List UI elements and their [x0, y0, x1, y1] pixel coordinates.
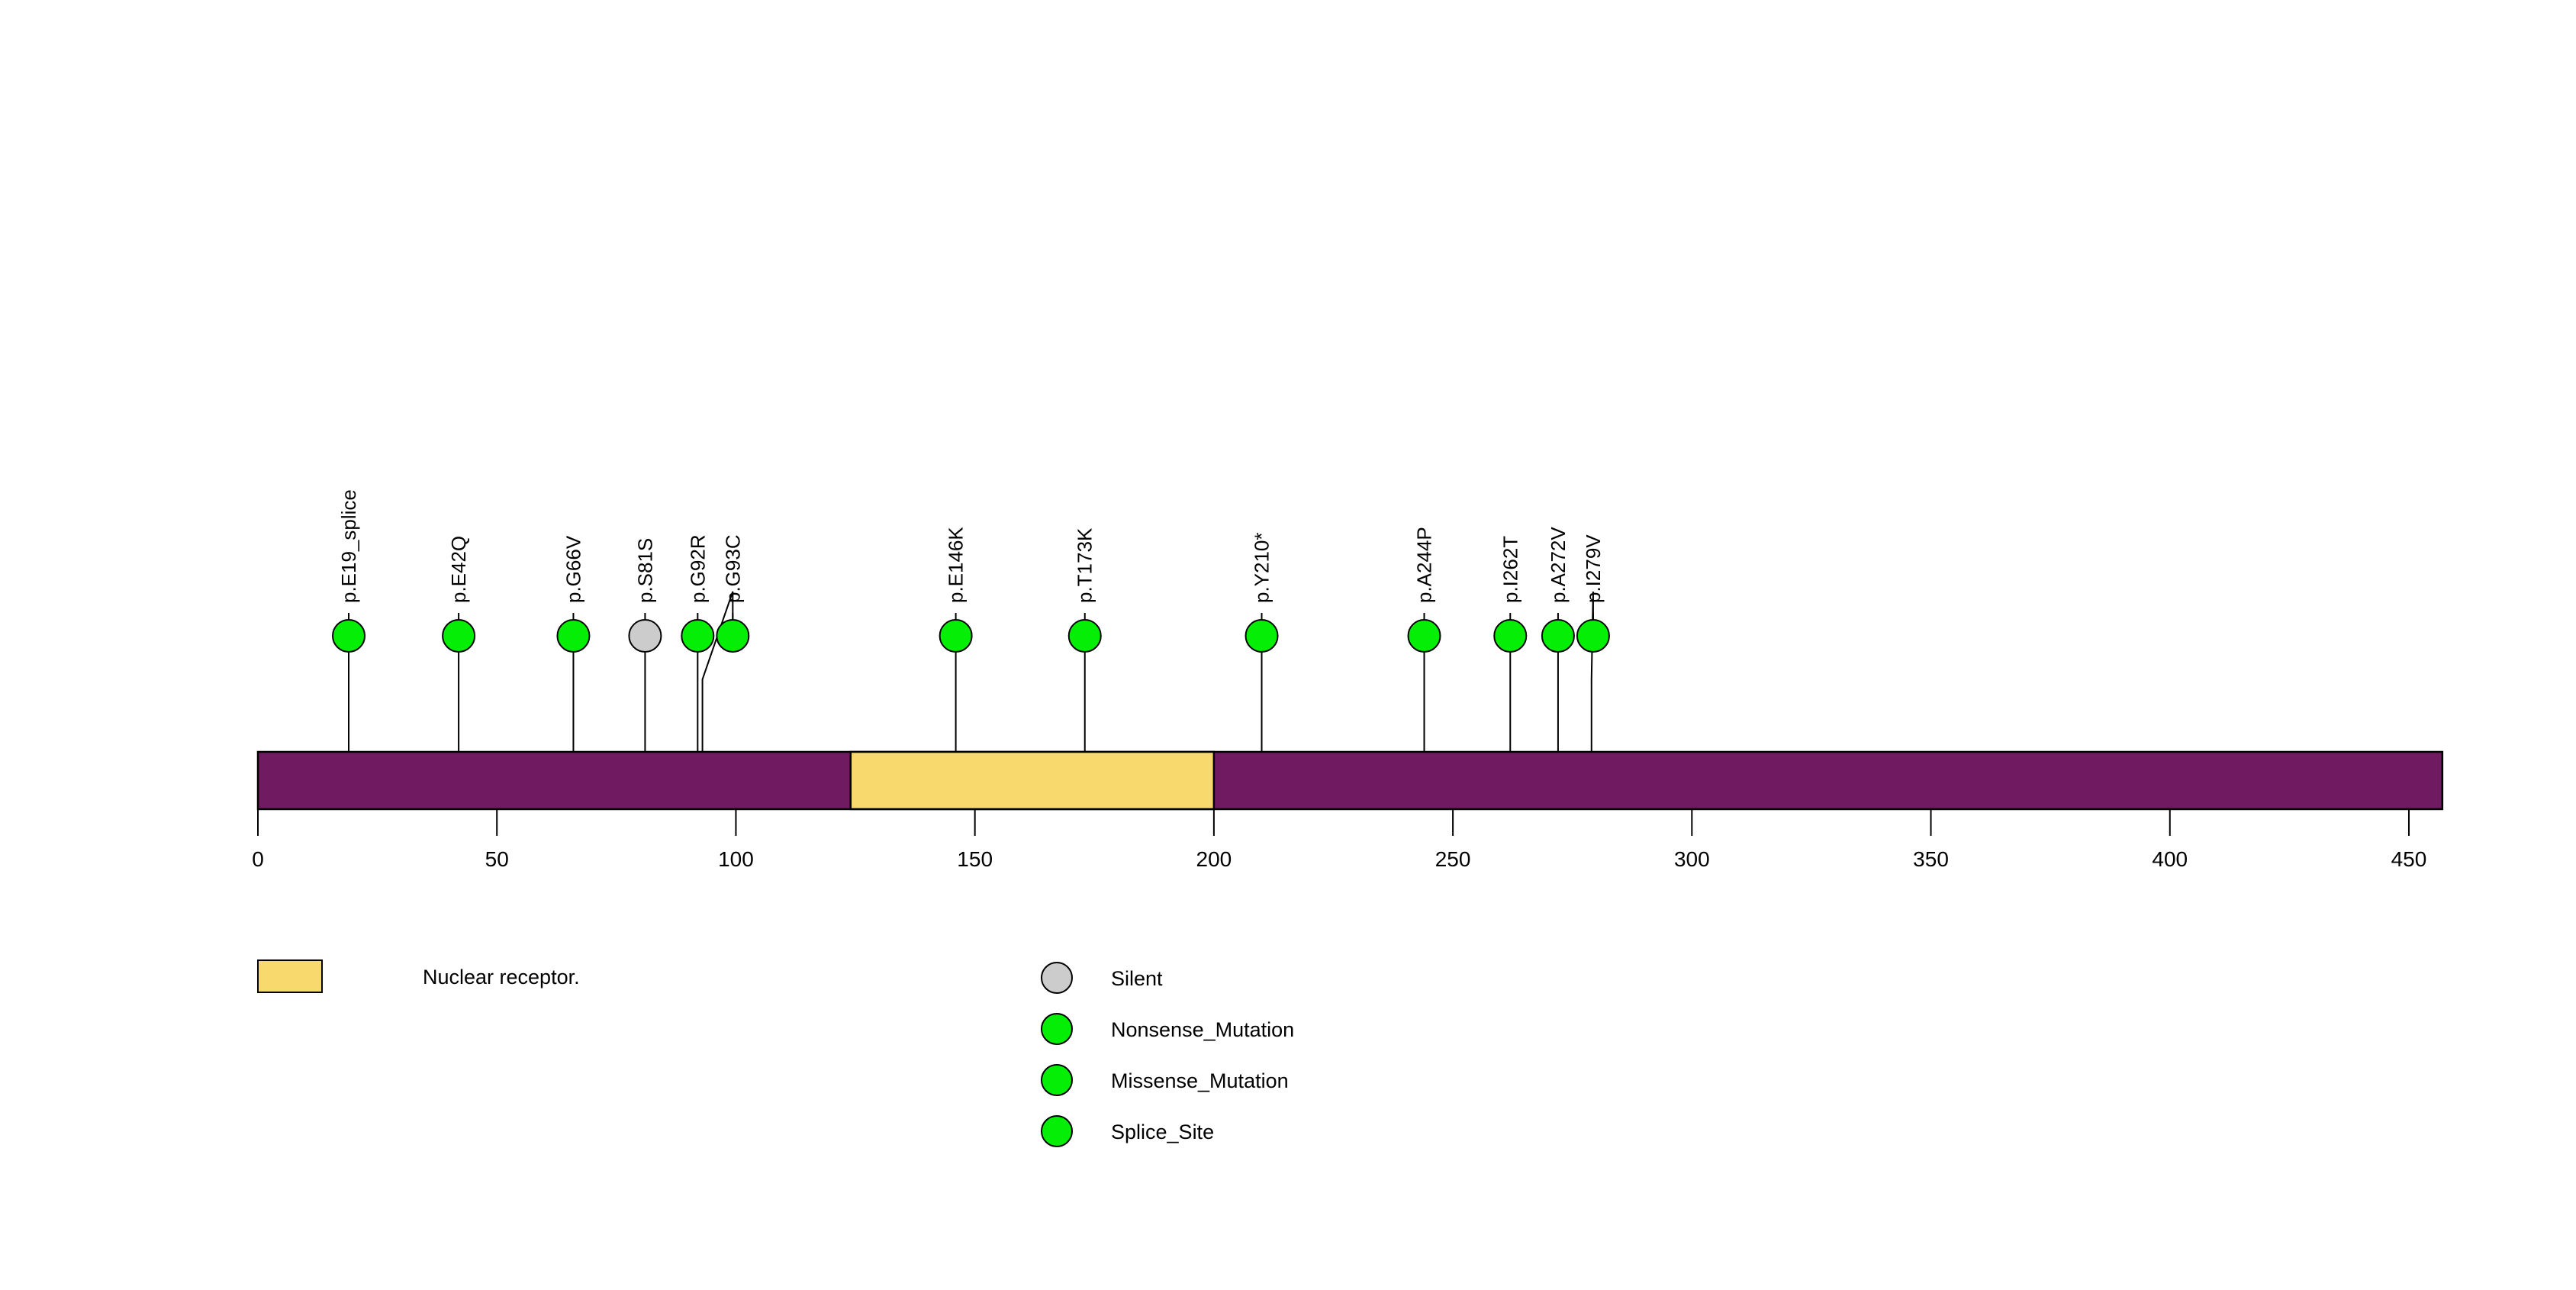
legend-mutation-entry[interactable]: Nonsense_Mutation — [1041, 1013, 1294, 1045]
lollipop-head[interactable] — [939, 619, 973, 653]
legend-domain-swatch — [257, 959, 323, 993]
legend-mutation-swatch — [1041, 1013, 1073, 1045]
lollipop-head[interactable] — [1245, 619, 1279, 653]
axis-tick-label: 150 — [957, 847, 993, 871]
axis-tick-label: 450 — [2391, 847, 2427, 871]
mutation-label: p.T173K — [1074, 527, 1096, 603]
protein-backbone-bar[interactable] — [256, 750, 2444, 811]
legend-mutation-swatch — [1041, 962, 1073, 994]
lollipop-marker[interactable]: p.I279V — [1576, 534, 1610, 752]
protein-domain-rect[interactable] — [849, 750, 1216, 811]
mutation-label: p.G66V — [562, 535, 584, 603]
axis-tick-label: 200 — [1196, 847, 1232, 871]
lollipop-head[interactable] — [1407, 619, 1441, 653]
lollipop-head[interactable] — [332, 619, 366, 653]
axis-tick-label: 350 — [1913, 847, 1949, 871]
legend-layer: Nuclear receptor. SilentNonsense_Mutation… — [257, 959, 1294, 1147]
legend-mutation-label: Splice_Site — [1111, 1121, 1214, 1143]
lollipop-marker[interactable]: p.A272V — [1541, 527, 1575, 752]
legend-mutation-swatch — [1041, 1064, 1073, 1096]
legend-mutation-label: Nonsense_Mutation — [1111, 1018, 1294, 1041]
axis-tick-label: 100 — [718, 847, 754, 871]
position-axis-layer: 0 50 100 150 200 250 300 350 400 450 — [252, 809, 2426, 871]
legend-mutation-entry[interactable]: Splice_Site — [1041, 1115, 1214, 1147]
lollipop-marker[interactable]: p.I262T — [1493, 536, 1528, 752]
protein-backbone-layer — [256, 750, 2444, 811]
lollipop-marker[interactable]: p.G93C — [701, 534, 750, 752]
mutation-label: p.A244P — [1413, 527, 1436, 603]
lollipop-marker[interactable]: p.A244P — [1407, 527, 1441, 752]
lollipop-head[interactable] — [628, 619, 662, 653]
lollipop-marker[interactable]: p.Y210* — [1245, 532, 1279, 752]
lollipop-head[interactable] — [442, 619, 476, 653]
legend-mutation-swatch — [1041, 1115, 1073, 1147]
lollipop-head[interactable] — [556, 619, 591, 653]
lollipop-marker[interactable]: p.S81S — [628, 538, 662, 752]
mutation-label: p.E42Q — [447, 536, 470, 603]
axis-tick-label: 250 — [1435, 847, 1471, 871]
lollipop-head[interactable] — [1541, 619, 1575, 653]
legend-mutation-label: Missense_Mutation — [1111, 1069, 1289, 1092]
axis-tick-label: 50 — [485, 847, 509, 871]
lollipop-marker[interactable]: p.E42Q — [442, 536, 476, 752]
lollipop-marker[interactable]: p.G92R — [681, 534, 715, 752]
lollipop-head[interactable] — [1067, 619, 1102, 653]
mutation-label: p.S81S — [633, 538, 656, 603]
mutation-label: p.G92R — [686, 534, 709, 603]
lollipop-head[interactable] — [1493, 619, 1528, 653]
legend-mutation-entry[interactable]: Silent — [1041, 962, 1163, 994]
lollipop-marker[interactable]: p.T173K — [1067, 527, 1102, 752]
lollipop-head[interactable] — [716, 619, 750, 653]
legend-domain-entry[interactable]: Nuclear receptor. — [257, 959, 580, 993]
mutation-label: p.E146K — [945, 527, 968, 603]
lollipop-marker[interactable]: p.G66V — [556, 535, 591, 752]
legend-mutation-label: Silent — [1111, 967, 1163, 990]
legend-domain-label: Nuclear receptor. — [423, 966, 580, 988]
axis-tick-label: 400 — [2152, 847, 2188, 871]
lollipop-marker[interactable]: p.E146K — [939, 527, 973, 752]
mutation-label: p.I279V — [1582, 534, 1605, 603]
mutation-label: p.G93C — [721, 534, 744, 603]
mutation-label: p.E19_splice — [337, 489, 360, 603]
legend-mutation-entry[interactable]: Missense_Mutation — [1041, 1064, 1289, 1096]
mutation-label: p.Y210* — [1251, 532, 1274, 603]
mutation-label: p.A272V — [1547, 527, 1570, 603]
lollipops-layer: p.E19_splice p.E42Q p.G66V p.S81S p.G92R p.G9… — [332, 489, 1610, 752]
lollipop-head[interactable] — [681, 619, 715, 653]
axis-tick-label: 300 — [1674, 847, 1710, 871]
axis-tick-label: 0 — [252, 847, 264, 871]
lollipop-marker[interactable]: p.E19_splice — [332, 489, 366, 752]
lollipop-head[interactable] — [1576, 619, 1610, 653]
mutation-label: p.I262T — [1499, 536, 1521, 603]
